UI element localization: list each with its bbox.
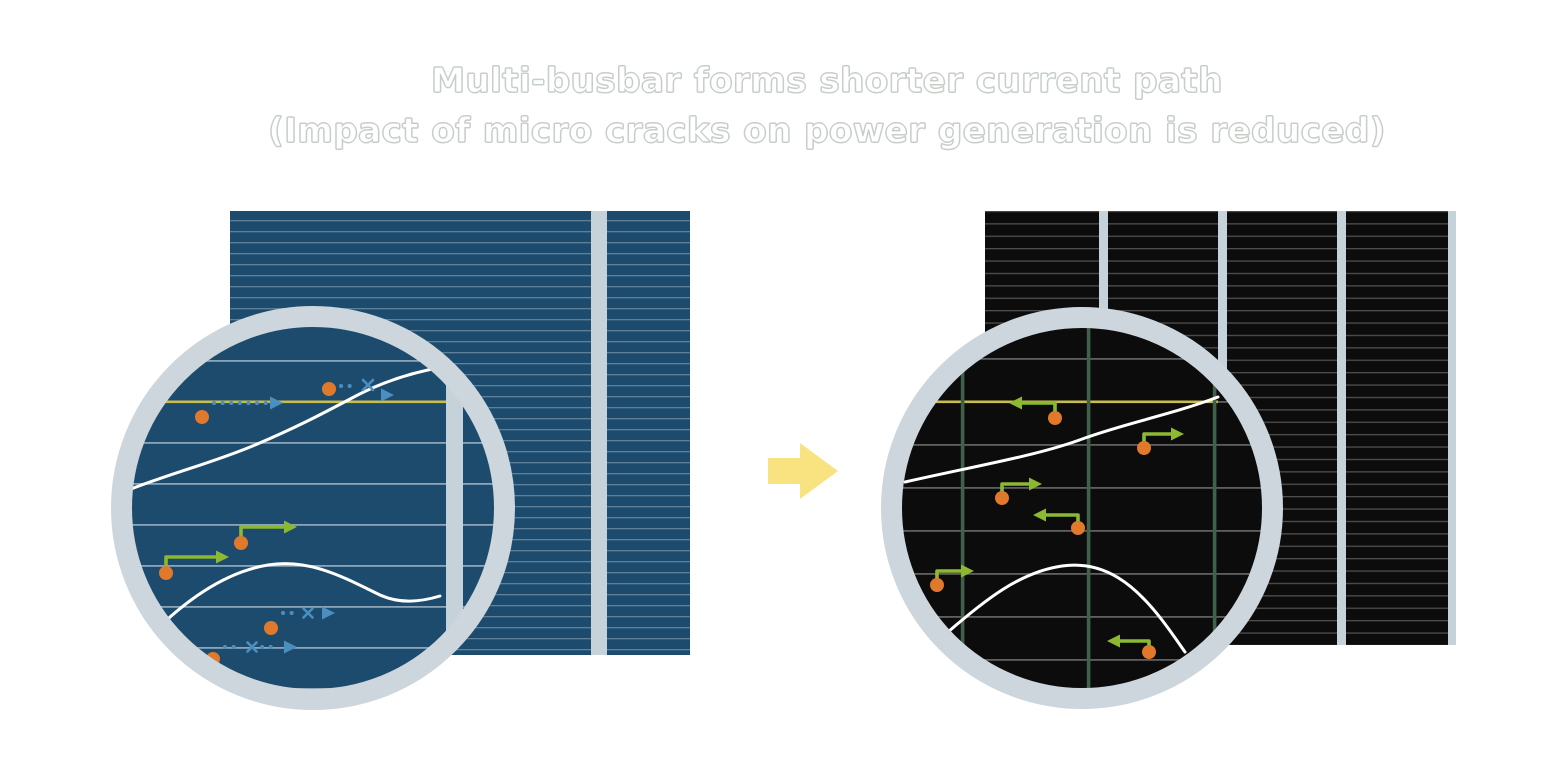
short-path-arrowhead (1033, 508, 1046, 522)
blocked-path-x-icon (246, 641, 258, 653)
short-path-arrowhead (1171, 427, 1184, 441)
short-path-arrowhead (1107, 634, 1120, 648)
blocked-path-x-icon (302, 607, 314, 619)
multi-busbar-3 (1337, 211, 1346, 645)
short-path-arrowhead (961, 564, 974, 578)
micro-cracks-left (130, 365, 445, 640)
micro-crack (903, 395, 1220, 484)
micro-crack (146, 562, 442, 640)
micro-crack (946, 563, 1187, 654)
electron-dot (930, 578, 944, 592)
long-path-arrowhead (381, 388, 394, 402)
electron-dot (1142, 645, 1156, 659)
long-current-paths (212, 378, 394, 654)
highlighted-finger-line (901, 400, 1218, 404)
title-line-2: (Impact of micro cracks on power generat… (268, 111, 1386, 152)
electrons-right (930, 411, 1156, 659)
short-path-arrowhead (284, 520, 297, 534)
multi-busbar-4 (1448, 211, 1456, 645)
transition-arrow-icon (768, 443, 838, 499)
electron-dot (159, 566, 173, 580)
electron-dot (195, 410, 209, 424)
zoom-busbar-wire-1 (960, 327, 965, 689)
single-busbar (591, 211, 607, 655)
electron-dot (995, 491, 1009, 505)
electron-dot (1048, 411, 1062, 425)
electron-dot (264, 621, 278, 635)
electron-dot (1071, 521, 1085, 535)
short-path-arrowhead (1029, 477, 1042, 491)
long-path-arrowhead (270, 396, 283, 410)
right-magnifier-ring (881, 307, 1283, 709)
left-magnifier-ring (111, 306, 515, 710)
left-magnifier-view (130, 325, 496, 691)
micro-crack (130, 365, 445, 491)
right-magnifier-view (901, 327, 1263, 689)
short-path-arrowhead (1009, 396, 1022, 410)
blocked-path-x-icon (361, 378, 375, 392)
long-path-arrowhead (322, 606, 335, 620)
zoom-busbar-wire-2 (1086, 327, 1091, 689)
electron-dot (234, 536, 248, 550)
highlighted-finger-line (130, 400, 447, 404)
micro-cracks-right (903, 395, 1220, 654)
title-line-1: Multi-busbar forms shorter current path (431, 61, 1223, 102)
electron-dot (322, 382, 336, 396)
zoom-busbar-wire-3 (1212, 327, 1217, 689)
short-path-arrowhead (216, 550, 229, 564)
long-path-arrowhead (284, 640, 297, 654)
diagram-title: Multi-busbar forms shorter current path … (96, 56, 1558, 156)
left-zoom-finger-lines (130, 325, 496, 691)
electron-dot (1137, 441, 1151, 455)
left-zoom-busbar (446, 325, 463, 691)
